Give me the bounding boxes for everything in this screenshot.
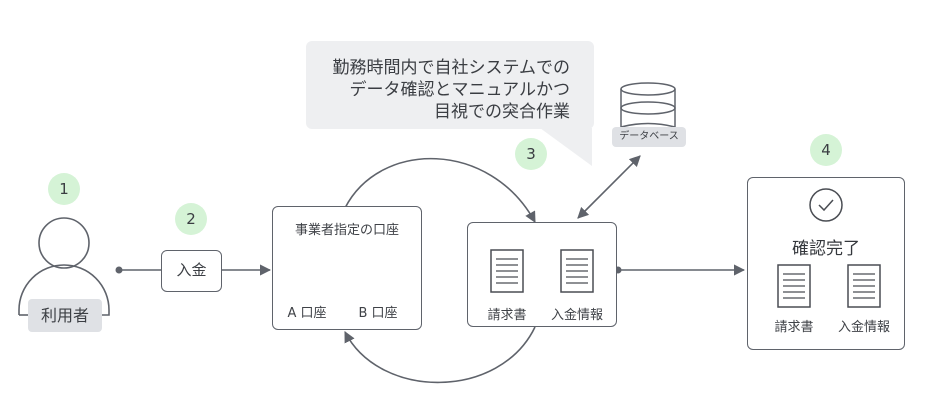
callout-tail: [540, 128, 592, 166]
database-label: データベース: [612, 127, 686, 147]
accounts-title: 事業者指定の口座: [294, 223, 399, 238]
payment-box: 入金: [161, 250, 222, 292]
user-label: 利用者: [28, 299, 102, 332]
complete-payment-label: 入金情報: [837, 320, 890, 335]
connector-database-reconcile: [577, 155, 641, 219]
document-icon: [490, 249, 524, 293]
reconcile-invoice-label: 請求書: [487, 308, 527, 323]
accounts-box: [272, 206, 422, 330]
connector-user-to-payment: [115, 266, 161, 274]
document-icon: [560, 249, 594, 293]
check-circle-icon: [809, 188, 843, 222]
connector-accounts-to-reconcile: [344, 157, 536, 223]
complete-box: [747, 177, 905, 350]
step-badge-3: 3: [515, 138, 547, 170]
document-icon: [847, 264, 881, 308]
callout-bubble: 勤務時間内で自社システムでの データ確認とマニュアルかつ 目視での突合作業: [306, 41, 594, 129]
callout-line-1: 勤務時間内で自社システムでの: [332, 58, 571, 78]
complete-invoice-label: 請求書: [774, 320, 814, 335]
database-icon: [620, 82, 676, 128]
reconcile-payment-label: 入金情報: [550, 308, 603, 323]
person-icon: [18, 217, 110, 316]
callout-line-2: データ確認とマニュアルかつ: [349, 80, 571, 100]
account-b-label: B 口座: [358, 306, 398, 321]
account-a-label: A 口座: [287, 306, 327, 321]
step-badge-1: 1: [48, 173, 80, 205]
callout-text: 勤務時間内で自社システムでの データ確認とマニュアルかつ 目視での突合作業: [333, 57, 571, 123]
step-badge-2: 2: [175, 203, 207, 235]
connector-reconcile-to-accounts: [344, 326, 536, 384]
complete-title: 確認完了: [792, 239, 860, 259]
callout-line-3: 目視での突合作業: [434, 102, 570, 122]
connector-reconcile-to-complete: [614, 264, 746, 276]
document-icon: [777, 264, 811, 308]
step-badge-4: 4: [810, 134, 842, 166]
